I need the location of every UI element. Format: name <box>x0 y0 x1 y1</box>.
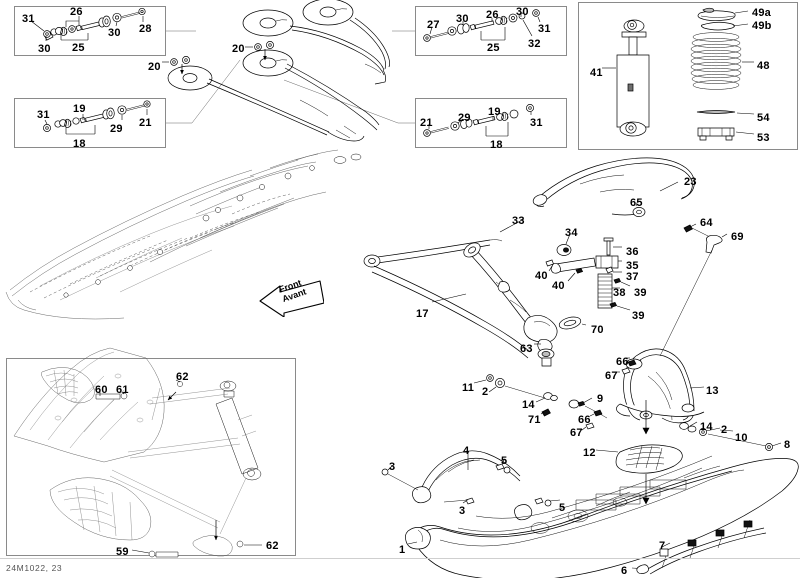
lower-left-detail-box <box>14 98 166 148</box>
lower-mid-detail-box <box>415 98 567 148</box>
callout-70: 70 <box>591 324 604 336</box>
lower-a-arm-17 <box>371 242 587 367</box>
callout-71: 71 <box>528 414 541 426</box>
callout-14: 14 <box>700 421 713 433</box>
callout-25: 25 <box>487 42 500 54</box>
callout-38: 38 <box>613 287 626 299</box>
callout-30: 30 <box>516 6 529 18</box>
callout-36: 36 <box>626 246 639 258</box>
callout-31: 31 <box>530 117 543 129</box>
upper-mid-detail-box <box>415 6 567 56</box>
callout-19: 19 <box>73 103 86 115</box>
callout-30: 30 <box>38 43 51 55</box>
callout-33: 33 <box>512 215 525 227</box>
callout-67: 67 <box>605 370 618 382</box>
callout-61: 61 <box>116 384 129 396</box>
callout-65: 65 <box>630 197 643 209</box>
shock-and-spring-box <box>578 2 798 150</box>
callout-30: 30 <box>456 13 469 25</box>
callout-26: 26 <box>486 9 499 21</box>
callout-31: 31 <box>538 23 551 35</box>
callout-26: 26 <box>70 6 83 18</box>
callout-35: 35 <box>626 260 639 272</box>
callout-1: 1 <box>399 544 406 556</box>
chassis-outline <box>5 149 503 320</box>
ski-handle-4 <box>381 450 561 521</box>
callout-32: 32 <box>528 38 541 50</box>
callout-34: 34 <box>565 227 578 239</box>
footrest-12 <box>595 400 683 505</box>
callout-3: 3 <box>459 505 466 517</box>
callout-66: 66 <box>616 356 629 368</box>
callout-10: 10 <box>735 432 748 444</box>
callout-13: 13 <box>706 385 719 397</box>
callout-62: 62 <box>176 371 189 383</box>
upper-left-detail-box <box>14 6 166 56</box>
callout-49a: 49a <box>752 7 771 19</box>
tunnel-assembly-box <box>6 358 296 556</box>
callout-29: 29 <box>110 123 123 135</box>
footer-divider <box>0 558 800 559</box>
callout-66: 66 <box>578 414 591 426</box>
callout-5: 5 <box>559 502 566 514</box>
callout-5: 5 <box>501 455 508 467</box>
callout-20: 20 <box>148 61 161 73</box>
callout-63: 63 <box>520 343 533 355</box>
callout-7: 7 <box>659 540 666 552</box>
callout-40: 40 <box>552 280 565 292</box>
callout-59: 59 <box>116 546 129 558</box>
callout-37: 37 <box>626 271 639 283</box>
callout-53: 53 <box>757 132 770 144</box>
callout-19: 19 <box>488 106 501 118</box>
callout-27: 27 <box>427 19 440 31</box>
callout-31: 31 <box>37 109 50 121</box>
callout-39: 39 <box>632 310 645 322</box>
callout-14: 14 <box>522 399 535 411</box>
callout-41: 41 <box>590 67 603 79</box>
callout-39: 39 <box>634 287 647 299</box>
callout-12: 12 <box>583 447 596 459</box>
callout-18: 18 <box>73 138 86 150</box>
callout-64: 64 <box>700 217 713 229</box>
callout-18: 18 <box>490 139 503 151</box>
callout-30: 30 <box>108 27 121 39</box>
callout-4: 4 <box>463 445 470 457</box>
callout-67: 67 <box>570 427 583 439</box>
callout-69: 69 <box>731 231 744 243</box>
callout-17: 17 <box>416 308 429 320</box>
callout-21: 21 <box>420 117 433 129</box>
callout-20: 20 <box>232 43 245 55</box>
upper-a-arm-assembly <box>162 0 390 142</box>
callout-60: 60 <box>95 384 108 396</box>
callout-2: 2 <box>721 424 728 436</box>
callout-23: 23 <box>684 176 697 188</box>
callout-9: 9 <box>597 393 604 405</box>
callout-49b: 49b <box>752 20 772 32</box>
callout-2: 2 <box>482 386 489 398</box>
callout-21: 21 <box>139 117 152 129</box>
callout-3: 3 <box>389 461 396 473</box>
callout-40: 40 <box>535 270 548 282</box>
callout-29: 29 <box>458 112 471 124</box>
callout-31: 31 <box>22 13 35 25</box>
callout-25: 25 <box>72 42 85 54</box>
callout-62: 62 <box>266 540 279 552</box>
callout-48: 48 <box>757 60 770 72</box>
callout-8: 8 <box>784 439 791 451</box>
callout-11: 11 <box>462 382 475 394</box>
document-id: 24M1022, 23 <box>6 563 63 573</box>
callout-6: 6 <box>621 565 628 577</box>
callout-28: 28 <box>139 23 152 35</box>
callout-54: 54 <box>757 112 770 124</box>
front-avant-direction-arrow: Front Avant <box>258 277 325 318</box>
ski-1 <box>404 455 799 578</box>
